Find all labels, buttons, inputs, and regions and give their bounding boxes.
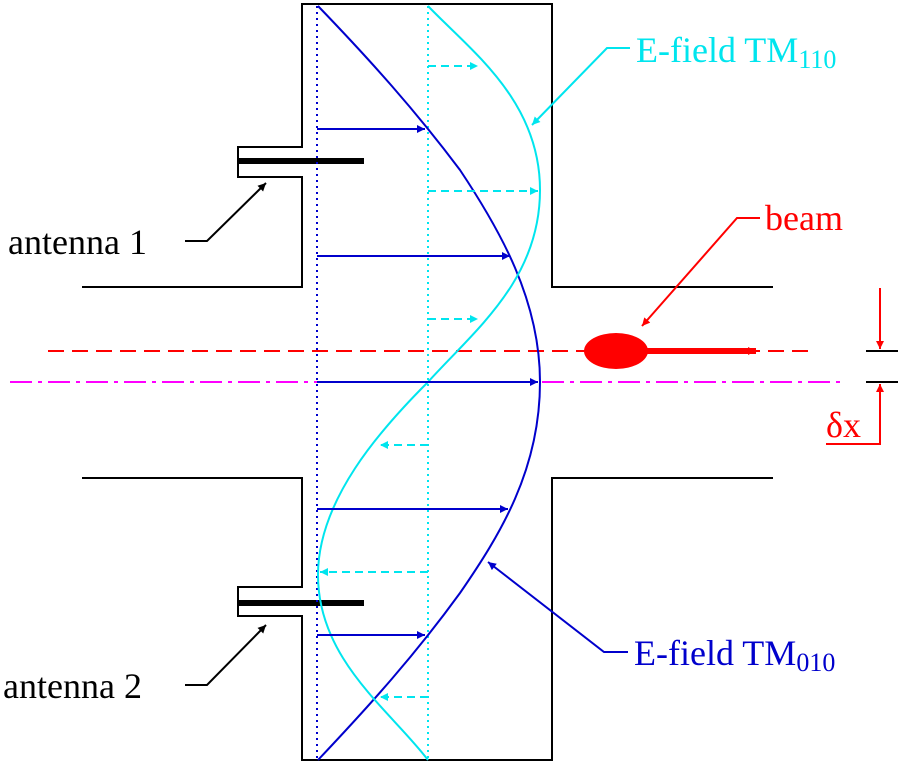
leader-antenna-1: [185, 182, 267, 242]
leader-antenna-2: [185, 624, 267, 686]
tm010-field-arrows: [317, 125, 538, 639]
label-tm010: E-field TM010: [634, 633, 835, 677]
cavity-top-half: [82, 3, 773, 288]
tm110-field-arrows: [320, 62, 538, 701]
cavity-outline: [82, 3, 773, 761]
label-delta-x: δx: [826, 405, 861, 445]
label-antenna-2: antenna 2: [3, 666, 142, 706]
beam-bunch: [584, 333, 648, 369]
leader-beam: [641, 217, 760, 327]
leader-tm110: [531, 47, 630, 126]
label-tm110: E-field TM110: [636, 30, 836, 74]
label-beam: beam: [765, 198, 843, 238]
cavity-bottom-half: [82, 477, 773, 761]
tm010-field-curve: [317, 5, 542, 761]
label-antenna-1: antenna 1: [8, 222, 147, 262]
offset-marker: [826, 288, 898, 445]
leader-tm010: [487, 561, 628, 653]
